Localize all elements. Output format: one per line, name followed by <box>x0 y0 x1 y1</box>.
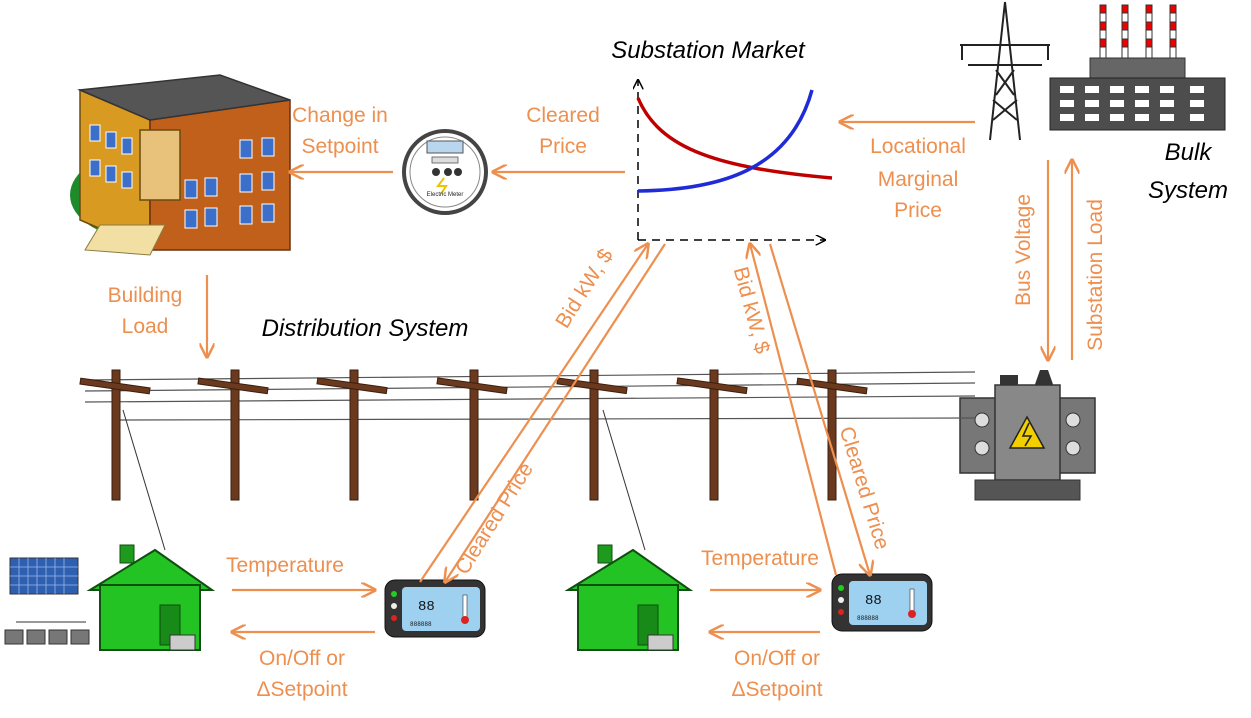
thermostat-right-small: 888888 <box>857 615 879 622</box>
label-lmp-1: Locational <box>870 135 966 158</box>
service-drop-right <box>602 409 646 551</box>
label-lmp-3: Price <box>894 199 942 222</box>
label-onoff-right-2: ΔSetpoint <box>731 678 822 701</box>
solar-panel-icon <box>9 557 79 595</box>
transmission-tower-icon <box>960 1 1050 141</box>
bulk-title-line2: System <box>1148 177 1228 204</box>
thermostat-right-display: 88 <box>865 593 882 609</box>
house-icon-right <box>564 544 694 651</box>
demand-curve <box>636 97 833 180</box>
label-substation-load: Substation Load <box>1084 199 1107 351</box>
thermostat-icon-right: 88 888888 <box>831 573 933 632</box>
house-icon-left <box>86 544 216 651</box>
arrow-cleared-left <box>445 243 666 582</box>
electric-meter-icon: Electric Meter <box>402 129 488 215</box>
thermostat-left-display: 88 <box>418 599 435 615</box>
arrow-bid-left <box>419 244 648 583</box>
battery-bank-icon <box>4 621 90 645</box>
supply-curve <box>637 89 814 193</box>
arrow-bid-right <box>750 244 838 576</box>
label-building-load-2: Load <box>122 315 169 338</box>
label-change-in-setpoint-2: Setpoint <box>301 135 378 158</box>
label-temperature-right: Temperature <box>701 547 819 570</box>
market-chart: Substation Market <box>611 37 833 240</box>
meter-label: Electric Meter <box>427 192 464 198</box>
label-onoff-left-1: On/Off or <box>259 647 345 670</box>
distribution-system-title: Distribution System <box>262 315 469 342</box>
thermostat-left-small: 888888 <box>410 621 432 628</box>
bulk-title-line1: Bulk <box>1165 139 1214 166</box>
distribution-lines <box>84 371 976 421</box>
label-building-load-1: Building <box>108 284 183 307</box>
label-cleared-price-1: Cleared <box>526 104 600 127</box>
label-temperature-left: Temperature <box>226 554 344 577</box>
label-lmp-2: Marginal <box>878 168 959 191</box>
label-change-in-setpoint-1: Change in <box>292 104 388 127</box>
utility-poles <box>79 369 868 501</box>
substation-market-title: Substation Market <box>611 37 806 64</box>
service-drop-left <box>122 409 166 551</box>
label-cleared-price-2: Price <box>539 135 587 158</box>
arrow-cleared-right <box>768 243 870 575</box>
flow-arrows <box>207 122 1072 632</box>
label-bid-left: Bid kW, $ <box>551 245 618 333</box>
transformer-icon <box>959 370 1096 501</box>
label-bus-voltage: Bus Voltage <box>1012 194 1035 306</box>
label-onoff-left-2: ΔSetpoint <box>256 678 347 701</box>
power-plant-icon <box>1049 4 1226 131</box>
office-building-icon <box>70 74 291 256</box>
label-onoff-right-1: On/Off or <box>734 647 820 670</box>
thermostat-icon-left: 88 888888 <box>384 579 486 638</box>
